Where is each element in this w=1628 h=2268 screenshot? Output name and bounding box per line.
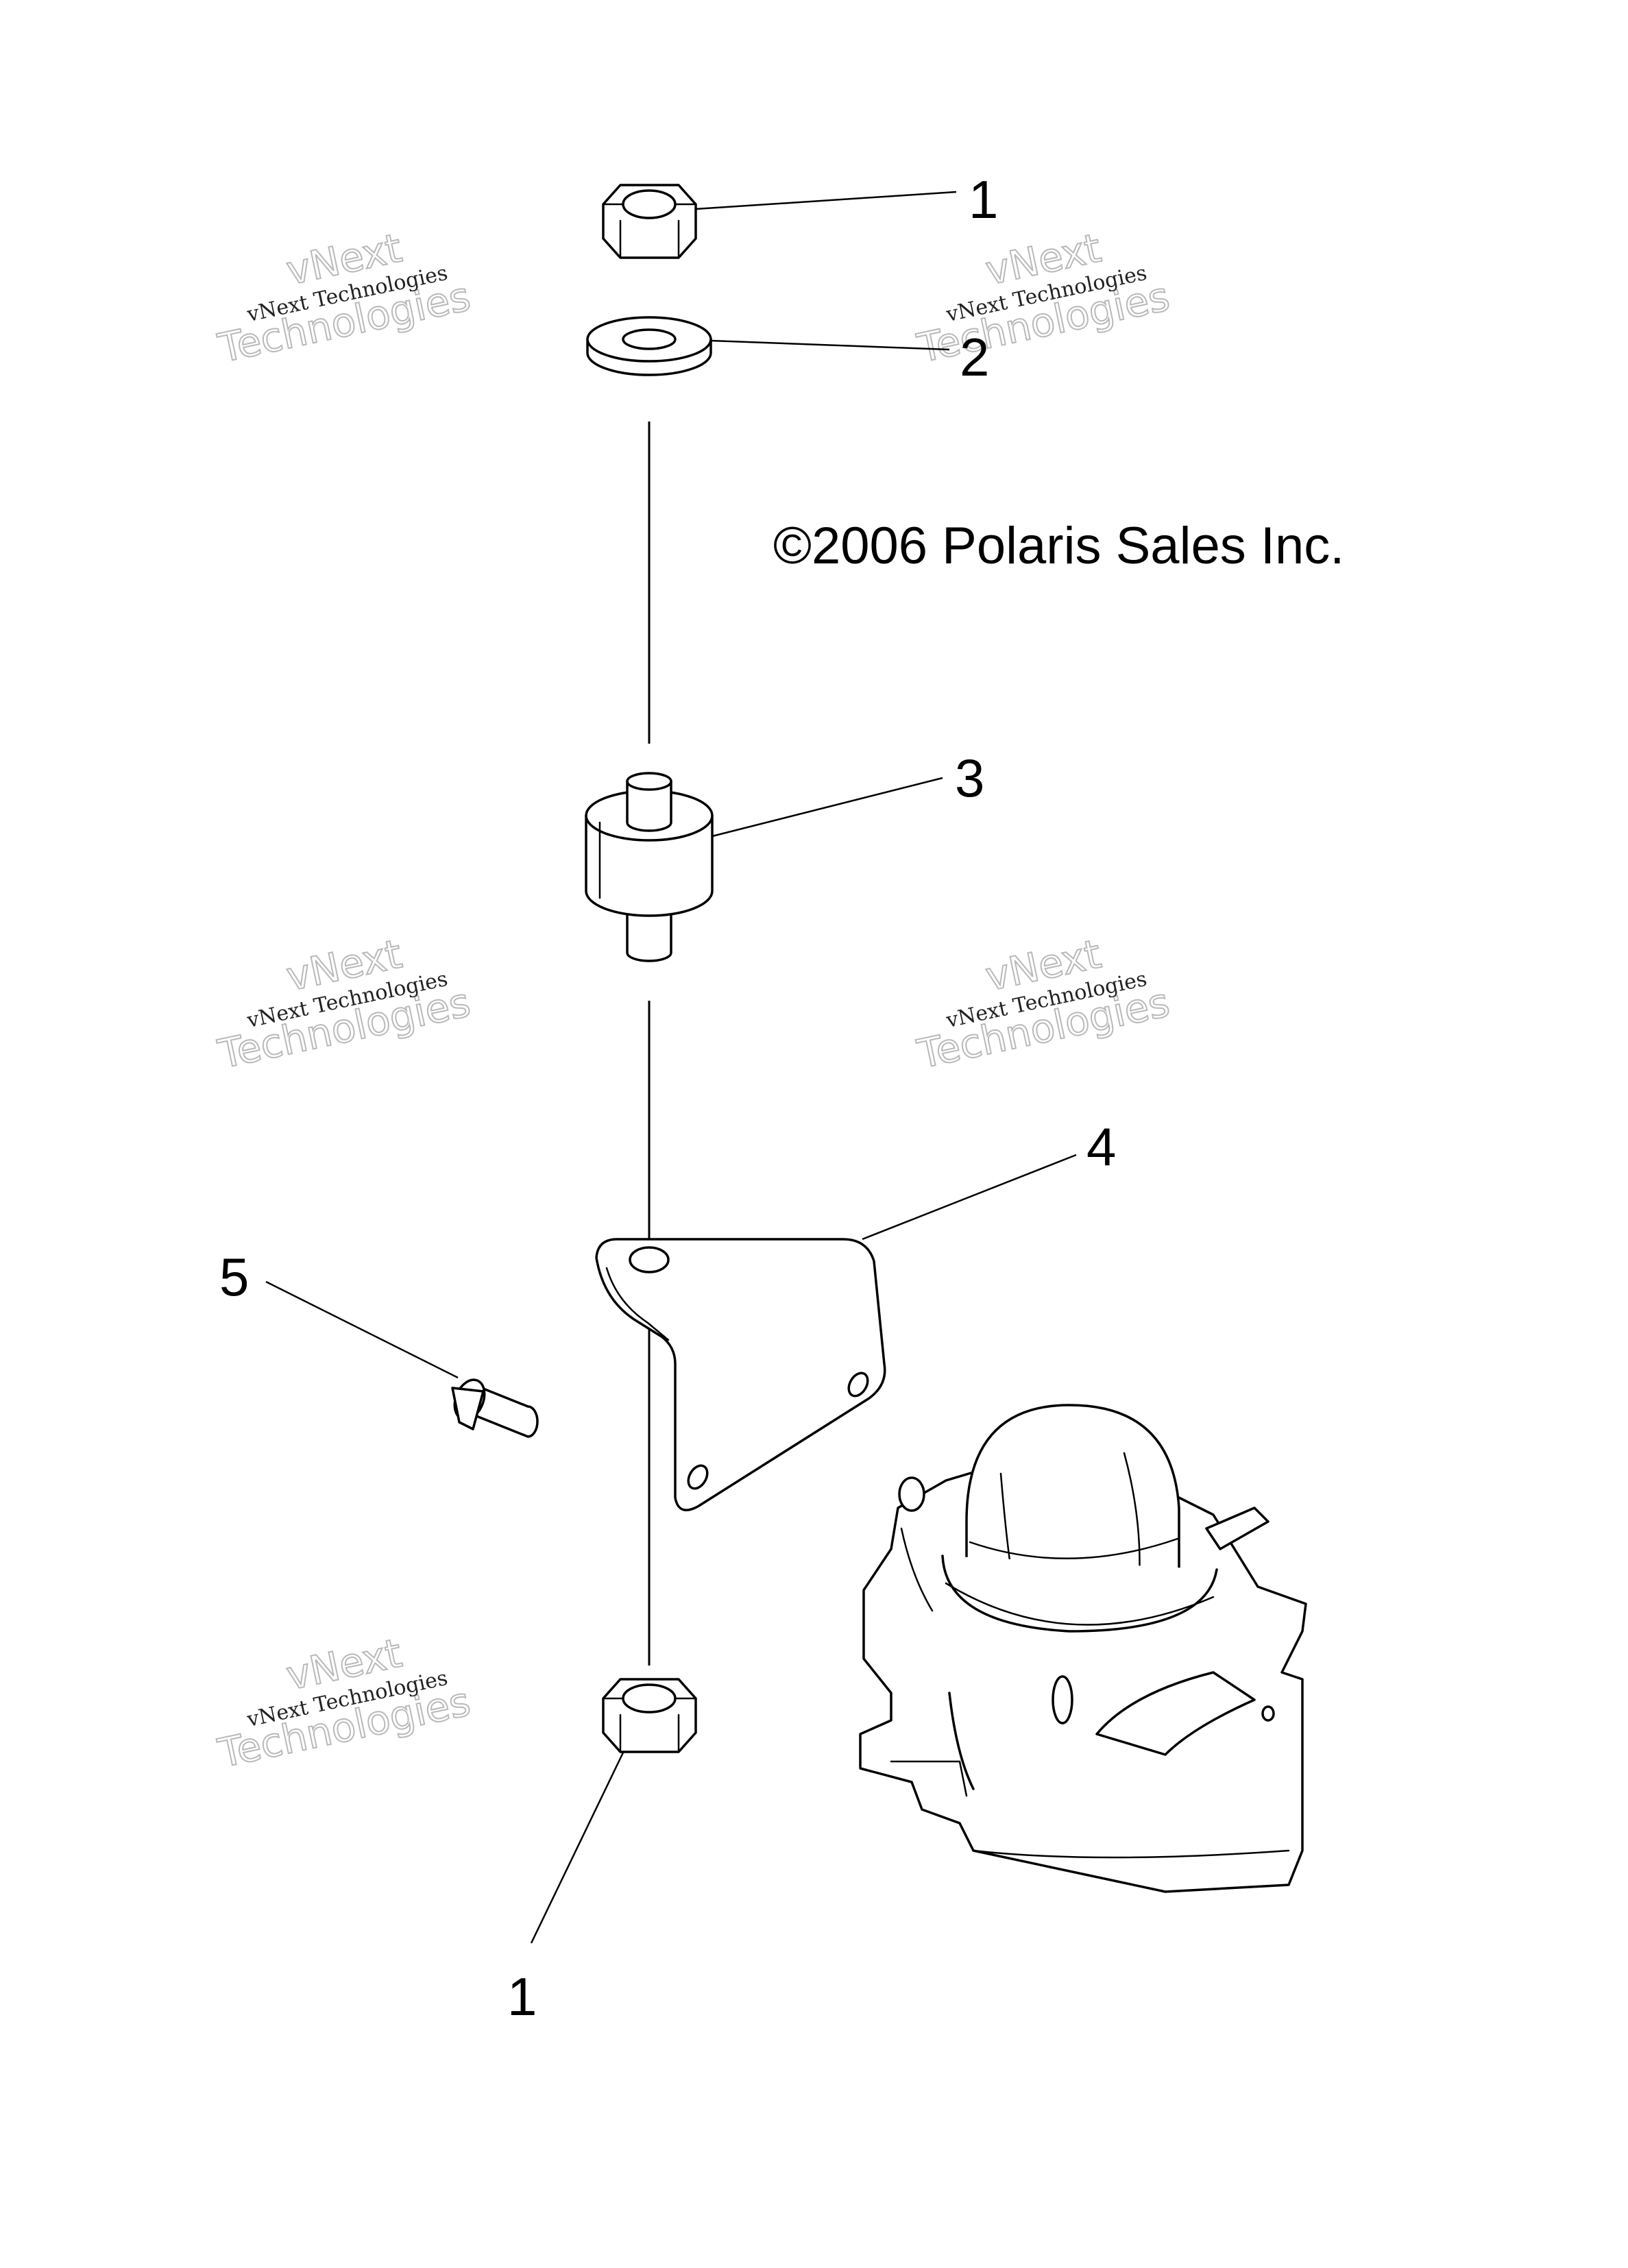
- watermark-2: vNext Technologies vNext Technologies: [912, 223, 1174, 372]
- watermark-1: vNext Technologies vNext Technologies: [213, 223, 475, 372]
- callout-label: 1: [507, 1966, 537, 2027]
- watermark-4: vNext Technologies vNext Technologies: [912, 929, 1174, 1078]
- mounting-bracket-icon: [595, 1238, 886, 1511]
- engine-housing-icon: [859, 1404, 1307, 1893]
- rubber-isolator-icon: [585, 772, 714, 962]
- leader-screw: [265, 1280, 459, 1379]
- callout-label: 4: [1086, 1117, 1116, 1177]
- leader-isolator: [712, 777, 943, 838]
- watermark-5: vNext Technologies vNext Technologies: [213, 1629, 475, 1777]
- watermark-3: vNext Technologies vNext Technologies: [213, 929, 475, 1078]
- screw-icon: [451, 1378, 539, 1438]
- hex-nut-top-icon: [602, 184, 697, 259]
- leader-nut-bottom: [530, 1751, 625, 1944]
- copyright-notice: ©2006 Polaris Sales Inc.: [773, 517, 1344, 575]
- leader-bracket: [862, 1154, 1077, 1241]
- callout-label: 3: [955, 748, 984, 808]
- callout-label: 1: [969, 169, 998, 230]
- callout-label: 2: [960, 327, 989, 387]
- flat-washer-icon: [586, 316, 712, 376]
- leader-nut-top: [695, 191, 957, 210]
- leader-washer: [710, 339, 950, 351]
- callout-label: 5: [219, 1247, 249, 1307]
- hex-nut-bottom-icon: [602, 1678, 697, 1753]
